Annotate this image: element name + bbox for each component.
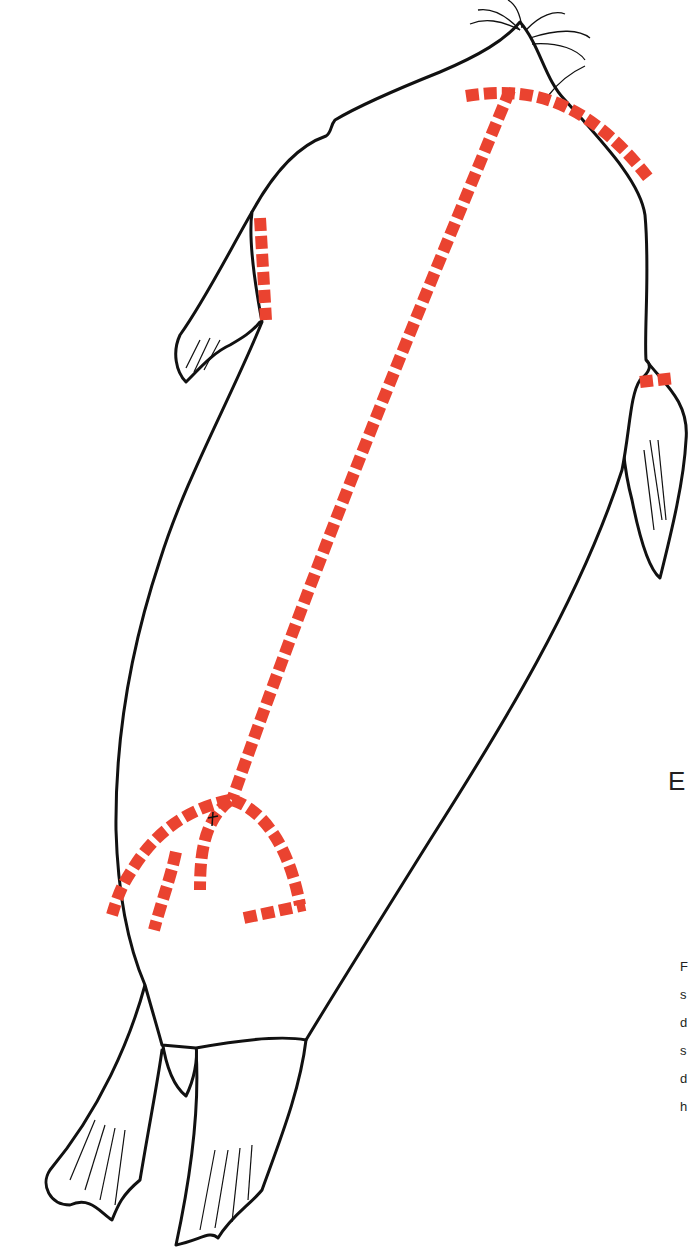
seal-body [116,22,649,1048]
anus-mark [208,812,218,826]
edge-text-fragment: d [680,1072,687,1085]
cut-line [260,218,266,320]
claw-lines [70,338,666,1230]
edge-text-fragment: h [680,1100,687,1113]
hind-flipper [46,985,162,1220]
edge-text-fragment: d [680,1016,687,1029]
cut-line [640,378,675,382]
edge-text-fragment: E [668,768,685,794]
cut-line [466,93,650,180]
cut-line [200,800,230,890]
cut-line [232,800,300,905]
edge-text-fragment: s [680,1044,687,1057]
cut-line [244,905,305,918]
edge-text-fragment: F [680,960,688,973]
cut-line [232,90,510,800]
edge-text-fragment: s [680,988,687,1001]
cut-line [154,852,176,930]
whiskers [470,0,590,96]
cut-lines [112,90,675,930]
